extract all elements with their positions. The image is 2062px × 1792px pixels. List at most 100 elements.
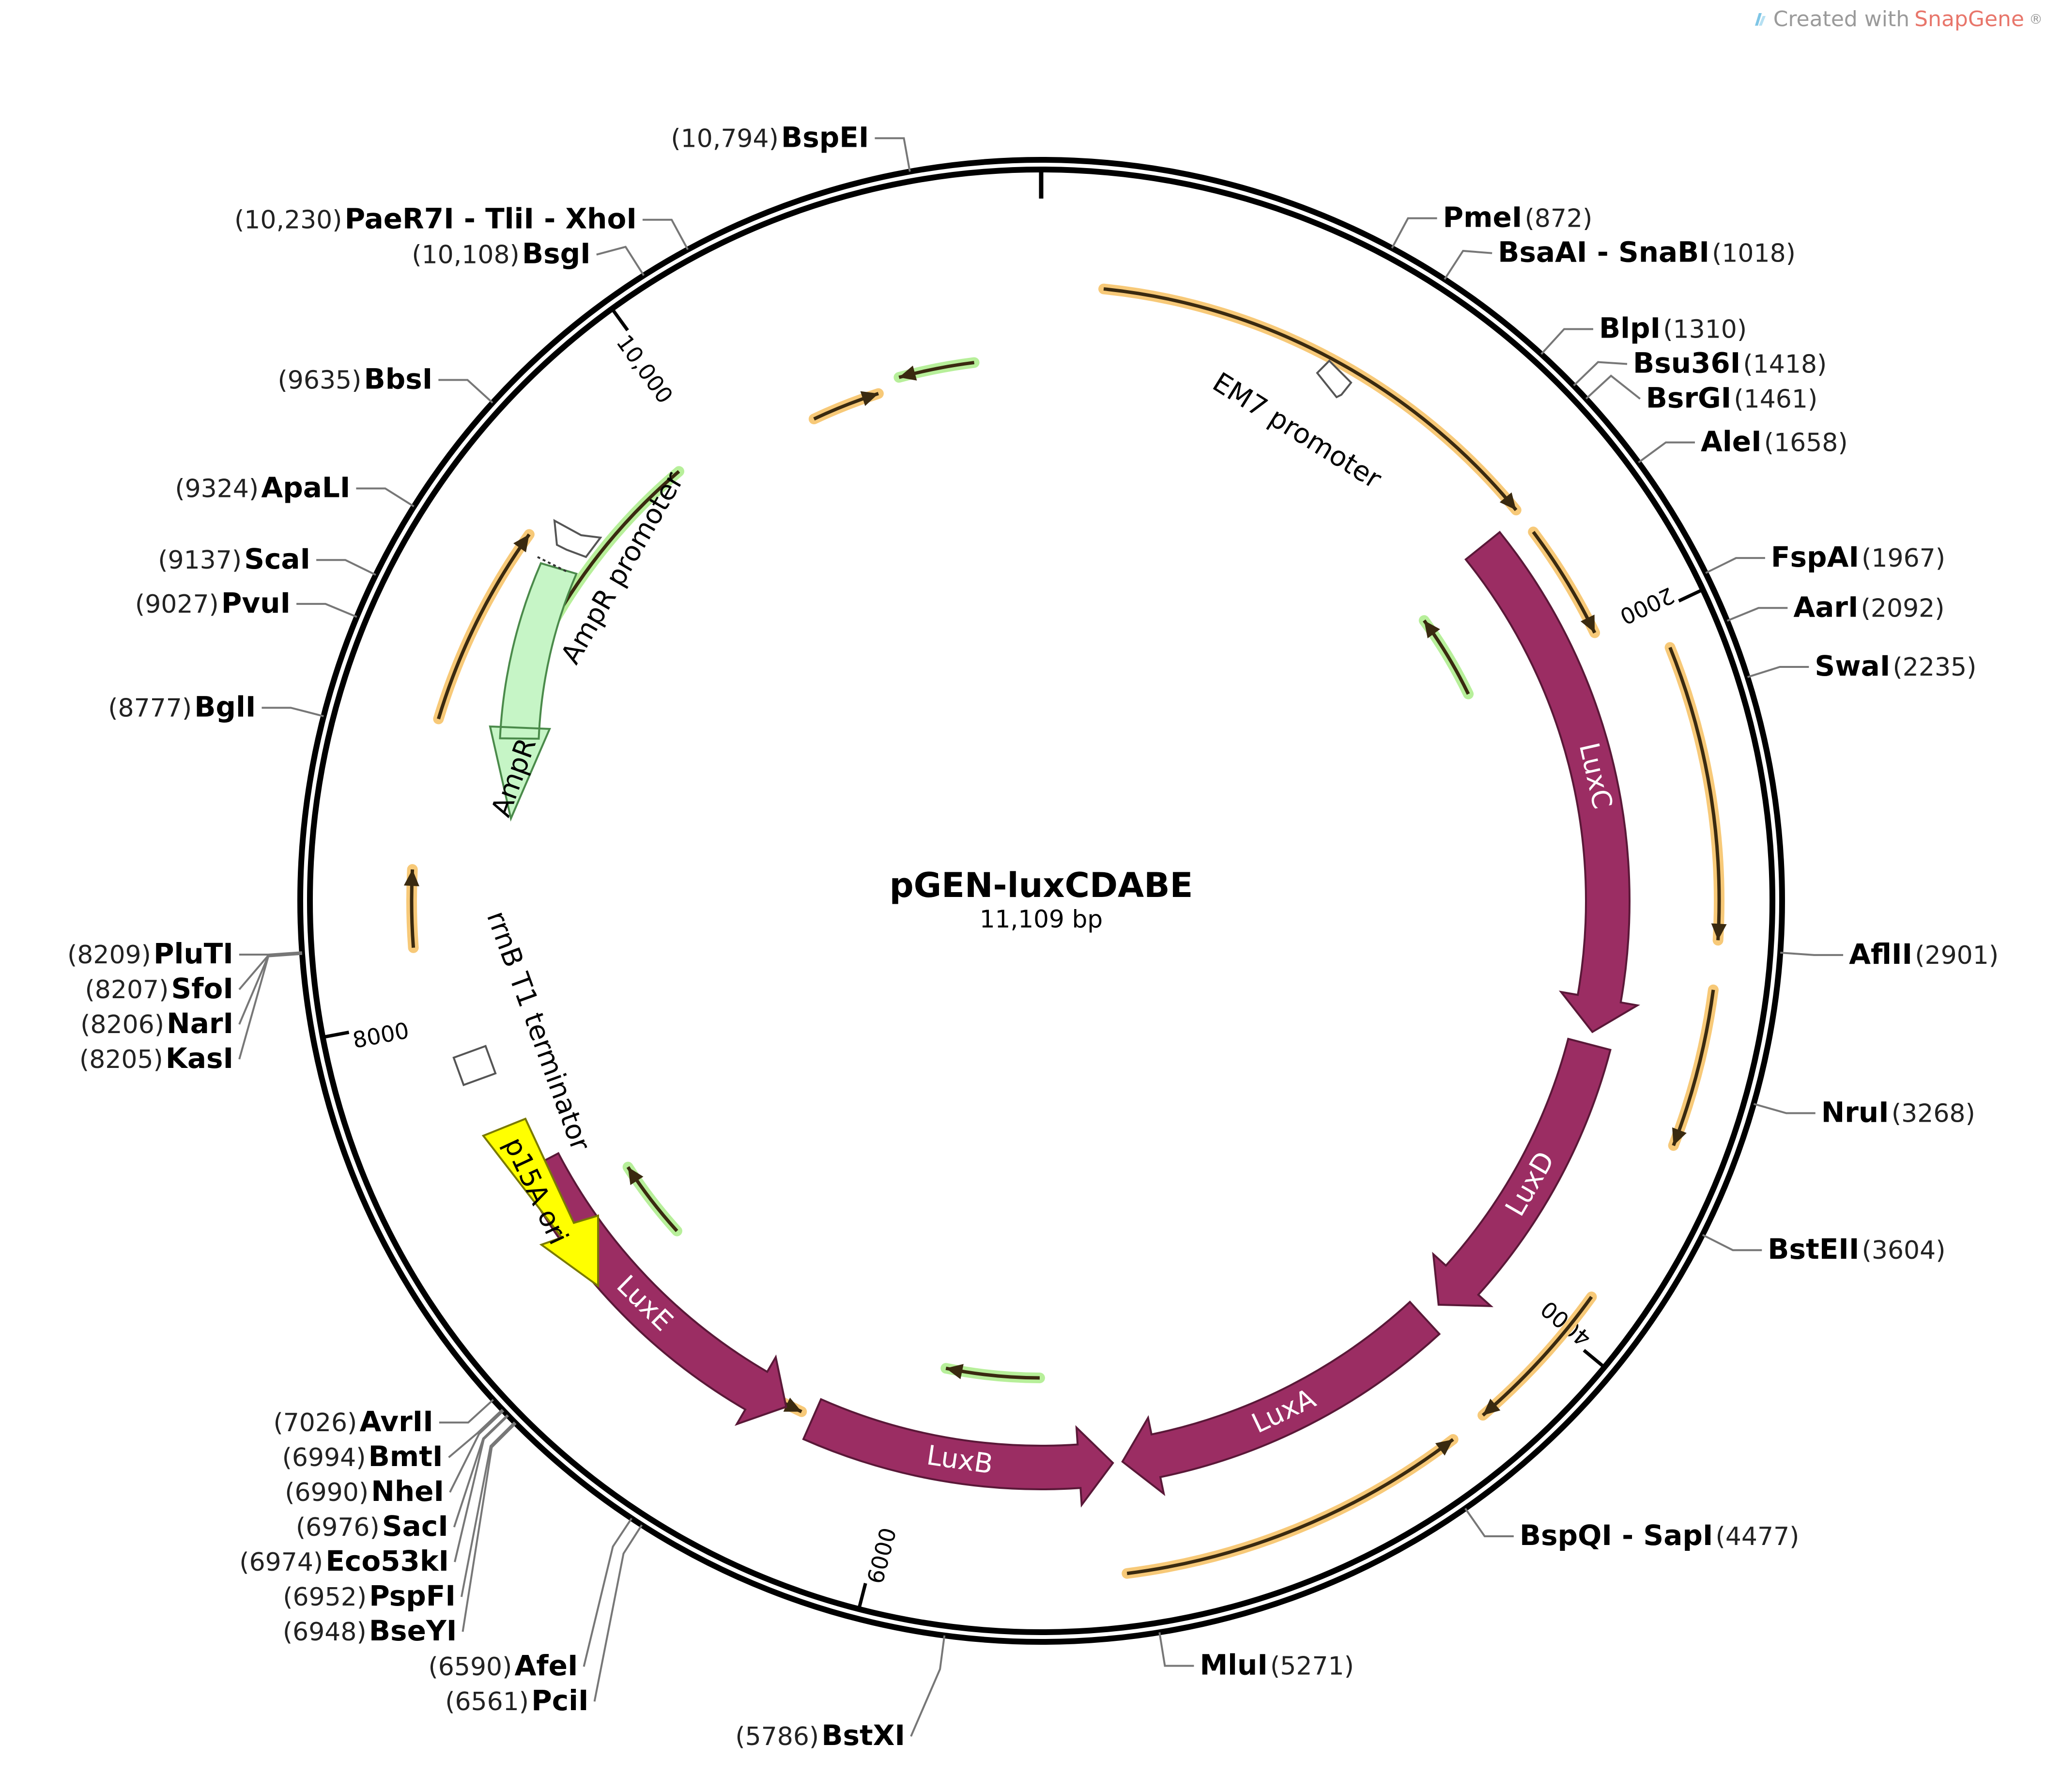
plasmid-name: pGEN-luxCDABE [890,865,1193,905]
ampr-promoter-label: AmpR promoter [555,466,690,669]
orf-arrowhead [899,365,917,381]
site-name: KasI [166,1042,233,1075]
tick-mark [612,309,629,332]
site-name: AvrII [359,1405,433,1438]
site-position: (9027) [135,590,219,619]
site-name: BmtI [369,1440,443,1473]
site-name: BlpI [1599,311,1661,344]
gene-arrow-luxd [1432,1037,1612,1307]
site-name: SwaI [1815,649,1890,682]
site-position: (6994) [282,1443,366,1472]
orf-arrow [1668,647,1721,941]
site-position: (1461) [1734,385,1817,414]
orf-arrowhead [860,391,878,406]
site-leader [262,707,324,717]
em7-promoter-arrow [1316,359,1353,399]
site-position: (3268) [1892,1099,1975,1128]
site-position: (1018) [1712,239,1796,268]
orf-arrowhead [1483,1398,1501,1416]
orf-arrow [1126,1438,1454,1576]
site-leader [238,952,303,1025]
site-name: BstEII [1768,1233,1859,1266]
site-name: PvuI [221,587,291,619]
site-name: Eco53kI [325,1545,449,1577]
orf-arrowhead [513,534,529,553]
site-leader [454,1415,509,1562]
site-name: BspQI - SapI [1520,1519,1713,1552]
site-label: (10,794) BspEI [671,121,869,154]
orf-arrowhead [1424,620,1440,639]
gene-arrow-luxc [1464,530,1640,1034]
gene-arrow-luxa [1121,1300,1441,1496]
ampr-promoter-feature: AmpR promoter [537,466,690,669]
site-label: BlpI (1310) [1599,311,1747,344]
site-label: (6974) Eco53kI [239,1545,449,1577]
site-position: (8209) [67,941,151,970]
site-position: (8207) [85,975,169,1004]
orf-arrowhead [1499,492,1516,510]
site-position: (10,794) [671,124,779,153]
site-label: (6994) BmtI [282,1440,443,1473]
orf-halo [1668,984,1719,1151]
tick-label: 8000 [351,1017,411,1053]
site-name: BsgI [522,237,591,270]
site-label: AflII (2901) [1849,938,1999,971]
site-name: NruI [1821,1096,1889,1128]
orf-arrow [1103,287,1518,511]
site-label: PmeI (872) [1443,201,1593,234]
site-name: AflII [1849,938,1912,971]
site-label: (10,108) BsgI [412,237,590,270]
orf-arrowhead [783,1397,802,1412]
site-leader [316,559,376,576]
site-leader [1753,1103,1816,1114]
site-leader [238,953,303,1060]
site-position: (9137) [158,546,242,575]
site-name: ApaLI [261,471,350,504]
site-position: (8777) [108,694,192,723]
site-name: PspFI [369,1579,456,1612]
site-position: (8205) [79,1045,163,1074]
terminator-box [452,1045,497,1086]
site-position: (1658) [1764,428,1848,457]
site-position: (6990) [285,1478,369,1507]
site-name: PluTI [154,937,233,970]
site-label: FspAI (1967) [1771,541,1945,573]
site-name: PmeI [1443,201,1523,234]
site-position: (6561) [445,1687,529,1716]
gene-arrow-luxb [802,1398,1114,1508]
tick-label: 2000 [1616,582,1678,630]
site-label: (6976) SacI [296,1510,448,1543]
site-leader [1705,557,1765,574]
site-leader [462,1422,517,1632]
site-label: AarI (2092) [1793,590,1944,623]
site-leader [1391,217,1437,249]
ampr-arrow [489,562,578,822]
site-leader [296,602,357,618]
site-label: BsrGI (1461) [1646,381,1818,414]
site-leader [1747,665,1809,678]
site-name: SfoI [171,972,233,1005]
site-leader [356,487,415,508]
orf-arrow [1481,1296,1593,1417]
site-label: NruI (3268) [1821,1096,1975,1128]
site-label: BspQI - SapI (4477) [1520,1519,1800,1552]
site-label: (10,230) PaeR7I - TliI - XhoI [234,202,637,235]
site-name: AfeI [515,1649,578,1682]
site-leader [875,137,911,172]
orf-arrowhead [403,869,419,886]
orf-arrowhead [628,1167,644,1185]
orf-arrowhead [1580,614,1595,633]
site-position: (1310) [1663,315,1747,344]
site-name: MluI [1200,1648,1267,1681]
site-label: (9635) BbsI [277,363,432,396]
site-name: PciI [531,1684,588,1717]
site-label: BsaAI - SnaBI (1018) [1498,236,1796,269]
tick-label: 6000 [862,1525,901,1587]
site-name: PaeR7I - TliI - XhoI [345,202,637,235]
snapgene-watermark: Created with SnapGene® [1752,7,2043,31]
site-leader [642,218,689,250]
site-position: (872) [1524,204,1592,233]
site-leader [583,1517,632,1667]
site-leader [238,952,302,990]
